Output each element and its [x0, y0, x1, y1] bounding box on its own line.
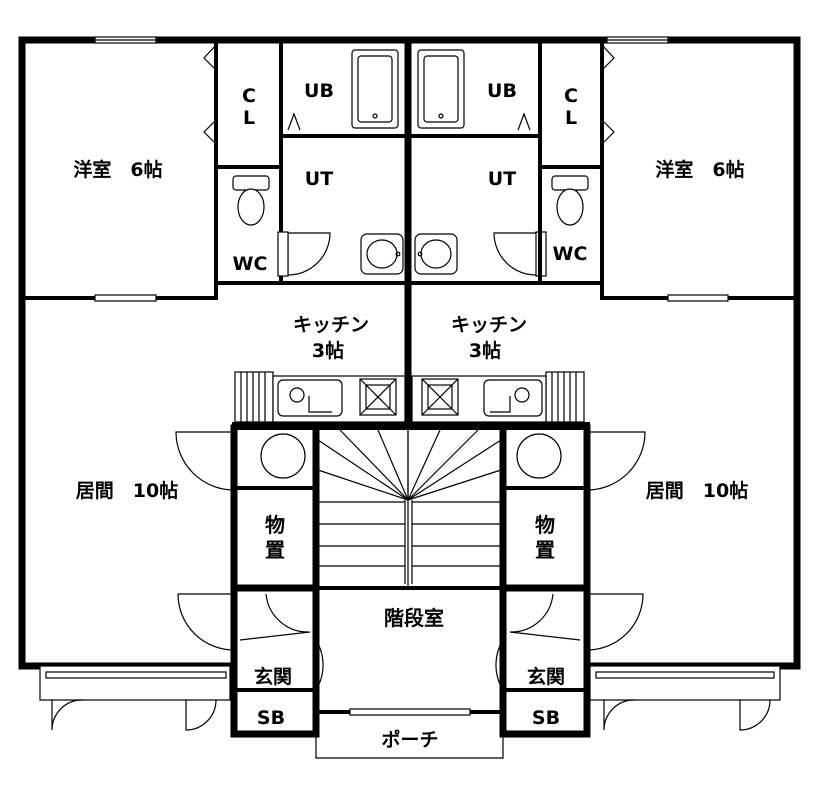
toilet-left — [232, 175, 270, 226]
label-cl-left-l: L — [243, 107, 255, 129]
label-cl-left-c: C — [242, 85, 256, 107]
label-kitchen-right-name: キッチン — [451, 314, 527, 336]
balconies — [39, 665, 781, 731]
label-cl-right-c: C — [564, 85, 578, 107]
label-entrance-left: 玄関 — [254, 665, 292, 688]
label-western-left: 洋室 6帖 — [73, 158, 162, 181]
label-western-right: 洋室 6帖 — [655, 158, 744, 181]
label-living-right: 居間 10帖 — [646, 479, 748, 502]
label-porch: ポーチ — [381, 728, 438, 751]
closet-doors-left — [203, 44, 217, 150]
label-storage-left-2: 置 — [265, 538, 285, 562]
water-heater-right — [516, 433, 562, 479]
entrance-door-right — [495, 593, 644, 691]
closet-doors-right — [601, 44, 615, 145]
porch-outline — [315, 708, 504, 759]
label-ub-right: UB — [487, 80, 517, 102]
label-storage-right-1: 物 — [535, 513, 555, 537]
living-door-right — [586, 431, 646, 491]
label-ut-right: UT — [488, 168, 516, 190]
bathtub-right — [417, 49, 465, 129]
label-sb-left: SB — [257, 707, 285, 729]
entrance-door-left — [177, 593, 324, 691]
label-ub-left: UB — [304, 80, 334, 102]
label-entrance-right: 玄関 — [527, 665, 565, 688]
label-living-left: 居間 10帖 — [76, 479, 178, 502]
kitchen-counter-right — [411, 371, 585, 423]
label-wc-left: WC — [233, 253, 268, 275]
label-kitchen-left-size: 3帖 — [312, 339, 344, 362]
label-sb-right: SB — [532, 707, 560, 729]
washbasin-right — [414, 233, 458, 275]
label-stairwell: 階段室 — [384, 606, 444, 630]
label-kitchen-left-name: キッチン — [293, 314, 369, 336]
label-storage-left-1: 物 — [265, 513, 285, 537]
water-heater-left — [260, 433, 306, 479]
staircase — [317, 428, 502, 586]
toilet-right — [551, 175, 589, 226]
core-walls — [230, 424, 591, 738]
kitchen-counter-left — [234, 371, 406, 423]
right-unit-walls — [408, 40, 797, 300]
label-ut-left: UT — [305, 168, 333, 190]
label-cl-right-l: L — [565, 107, 577, 129]
wc-door-left — [277, 231, 331, 277]
label-wc-right: WC — [553, 243, 588, 265]
bathtub-left — [351, 49, 399, 129]
label-kitchen-right-size: 3帖 — [469, 339, 501, 362]
living-door-left — [175, 431, 235, 491]
washbasin-left — [360, 233, 404, 275]
label-storage-right-2: 置 — [535, 538, 555, 562]
top-windows — [94, 36, 669, 44]
